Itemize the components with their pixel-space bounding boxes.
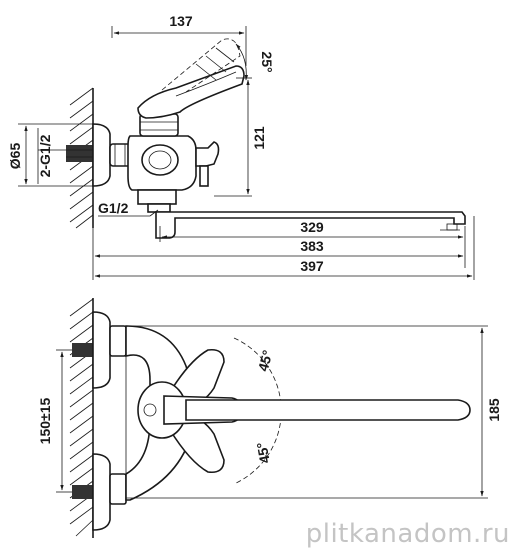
- wall-flange-top-lower: [92, 453, 111, 531]
- diverter-knob-side: [195, 141, 220, 167]
- dim-thread-inlet: 2-G1/2: [37, 128, 66, 184]
- dim-label-thread-inlet: 2-G1/2: [37, 134, 53, 177]
- dim-label-185: 185: [486, 398, 502, 422]
- dim-label-thread-outlet: G1/2: [98, 200, 129, 216]
- wall-section-top: [69, 298, 94, 538]
- top-view: 45° 45° 150±15 185: [37, 298, 502, 538]
- dim-137: 137: [111, 13, 247, 66]
- dim-label-121: 121: [251, 126, 267, 150]
- dim-label-383: 383: [300, 238, 324, 254]
- side-view: 137 25° 121 Ø65 2-G1/2 G1/2: [7, 13, 475, 280]
- dim-329: 329: [159, 219, 466, 242]
- dim-150-15: 150±15: [37, 349, 72, 493]
- watermark-text: plitkanadom.ru: [306, 519, 510, 549]
- dim-label-137: 137: [169, 13, 193, 29]
- lever-handle-side: [137, 65, 245, 119]
- dim-397: 397: [92, 216, 475, 280]
- dim-label-45-down: 45°: [253, 441, 272, 465]
- dim-label-45-up: 45°: [255, 348, 276, 373]
- eccentric-connector-side: [109, 143, 131, 167]
- inlet-pipe-top-upper: [72, 343, 93, 357]
- wall-flange-top-upper: [92, 311, 111, 389]
- inlet-pipe-top-lower: [72, 485, 93, 499]
- spout-top: [185, 399, 471, 421]
- wall-flange-side: [92, 123, 111, 187]
- dim-185: 185: [126, 325, 502, 499]
- dim-thread-outlet: G1/2: [98, 200, 159, 217]
- dim-label-329: 329: [300, 219, 324, 235]
- dim-label-397: 397: [300, 258, 324, 274]
- dim-383: 383: [92, 228, 466, 268]
- dim-label-25deg: 25°: [259, 51, 275, 72]
- dim-label-150: 150±15: [37, 397, 53, 444]
- inlet-pipe-side: [66, 145, 93, 162]
- dim-label-diameter: Ø65: [7, 143, 23, 170]
- dim-diameter-65: Ø65: [7, 123, 93, 187]
- dim-121: 121: [214, 77, 267, 197]
- spout-base-side: [137, 189, 177, 205]
- dim-25-deg: 25°: [235, 43, 275, 81]
